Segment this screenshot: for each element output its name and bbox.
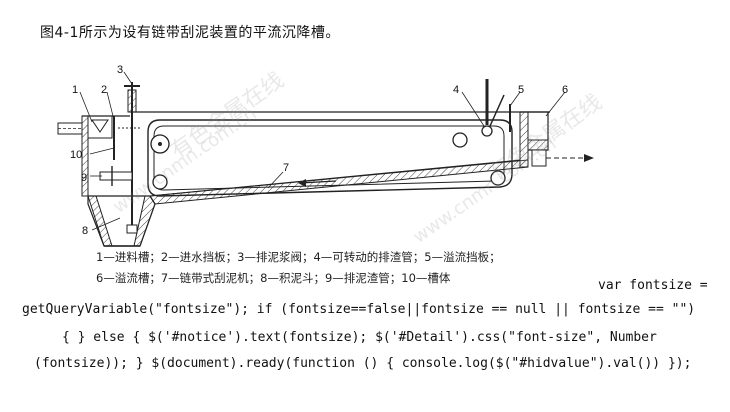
label-6: 6 <box>562 84 568 96</box>
tank-body <box>81 111 550 247</box>
figure-caption-line-1: 1—进料槽；2—进水挡板；3—排泥浆阀；4—可转动的排渣管；5—溢流挡板； <box>96 250 501 264</box>
rotatable-scum-pipe <box>481 79 505 137</box>
label-1: 1 <box>72 84 78 96</box>
figure-intro: 图4-1所示为设有链带刮泥装置的平流沉降槽。 <box>40 25 340 41</box>
label-5: 5 <box>518 84 524 96</box>
code-line-2: getQueryVariable("fontsize"); if (fontsi… <box>22 302 696 317</box>
inlet-pipe <box>57 122 83 135</box>
sludge-drain-pipe <box>99 166 133 186</box>
figure-caption-line-2: 6—溢流槽；7—链带式刮泥机；8—积泥斗；9—排泥渣管；10—槽体 <box>96 271 451 285</box>
label-3: 3 <box>117 64 123 76</box>
code-line-4: (fontsize)); } $(document).ready(functio… <box>34 356 692 371</box>
outlet-pipe <box>531 149 594 167</box>
label-8: 8 <box>82 225 88 237</box>
code-line-3: { } else { $('#notice').text(fontsize); … <box>62 330 657 345</box>
feed-trough <box>87 115 140 160</box>
label-9: 9 <box>81 172 87 184</box>
label-7: 7 <box>283 162 289 174</box>
leader-lines <box>79 71 566 231</box>
label-4: 4 <box>453 84 459 96</box>
code-line-1: var fontsize = <box>598 278 708 293</box>
sludge-valve <box>124 82 140 234</box>
label-10: 10 <box>70 149 82 161</box>
label-2: 2 <box>101 84 107 96</box>
